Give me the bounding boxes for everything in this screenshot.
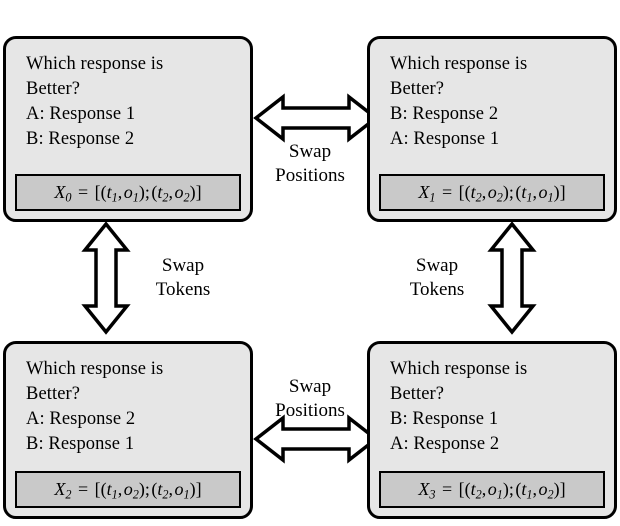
arrow-swap-tokens-left	[81, 221, 131, 335]
prompt-line-4: B: Response 1	[26, 434, 135, 454]
formula-equals: =	[73, 182, 93, 202]
label-line-1: Swap	[161, 255, 205, 276]
prompt-line-1: Which response is	[26, 54, 164, 74]
formula-equals: =	[437, 479, 457, 499]
prompt-line-4: A: Response 2	[390, 434, 500, 454]
pair1-o-sub: 1	[496, 487, 503, 502]
pair1-o: o	[123, 182, 133, 202]
pair1-o: o	[487, 182, 497, 202]
pair2-t-sub: 2	[162, 190, 169, 205]
prompt-line-2: Better?	[390, 79, 445, 99]
label-line-2: Positions	[275, 165, 345, 186]
formula-body: [(t1, o1); (t2, o2)]	[94, 182, 202, 205]
prompt-text-x1: Which response is Better? B: Response 2 …	[390, 52, 527, 152]
formula-body: [(t1, o2); (t2, o1)]	[94, 479, 202, 502]
pair1-t: t	[106, 182, 112, 202]
pair2-t: t	[157, 479, 163, 499]
pair2-t: t	[157, 182, 163, 202]
pair2-o-sub: 2	[183, 190, 190, 205]
arrow-swap-positions-bottom	[253, 414, 379, 464]
pair2-o: o	[538, 479, 548, 499]
prompt-line-2: Better?	[26, 384, 81, 404]
pair1-t-sub: 1	[111, 190, 118, 205]
prompt-box-x1: Which response is Better? B: Response 2 …	[367, 36, 617, 222]
pair2-t-sub: 1	[526, 190, 533, 205]
prompt-box-x2: Which response is Better? A: Response 2 …	[3, 341, 253, 519]
scan-artifact	[92, 0, 252, 3]
label-swap-positions-top: Swap Positions	[255, 140, 365, 188]
formula-box-x1: X1 = [(t2, o2); (t1, o1)]	[379, 174, 605, 211]
formula-x2: X2 = [(t1, o2); (t2, o1)]	[54, 479, 202, 502]
formula-body: [(t2, o2); (t1, o1)]	[458, 182, 566, 205]
prompt-line-1: Which response is	[390, 54, 528, 74]
pair1-t-sub: 2	[475, 190, 482, 205]
prompt-line-2: Better?	[26, 79, 81, 99]
label-line-2: Positions	[275, 400, 345, 421]
formula-var: X	[418, 479, 430, 499]
label-line-1: Swap	[288, 376, 332, 397]
formula-x3: X3 = [(t2, o1); (t1, o2)]	[418, 479, 566, 502]
formula-var-sub: 0	[65, 190, 72, 205]
label-line-1: Swap	[288, 141, 332, 162]
arrow-swap-positions-top	[253, 93, 379, 143]
formula-x0: X0 = [(t1, o1); (t2, o2)]	[54, 182, 202, 205]
prompt-line-1: Which response is	[26, 359, 164, 379]
formula-var-sub: 1	[429, 190, 436, 205]
prompt-line-2: Better?	[390, 384, 445, 404]
pair1-o-sub: 2	[132, 487, 139, 502]
formula-var-sub: 2	[65, 487, 72, 502]
formula-x1: X1 = [(t2, o2); (t1, o1)]	[418, 182, 566, 205]
formula-equals: =	[73, 479, 93, 499]
prompt-line-3: B: Response 2	[390, 104, 499, 124]
formula-var: X	[54, 479, 66, 499]
pair1-o-sub: 1	[132, 190, 139, 205]
arrow-swap-tokens-right	[487, 221, 537, 335]
prompt-line-4: B: Response 2	[26, 129, 135, 149]
formula-box-x2: X2 = [(t1, o2); (t2, o1)]	[15, 471, 241, 508]
pair1-o-sub: 2	[496, 190, 503, 205]
prompt-box-x3: Which response is Better? B: Response 1 …	[367, 341, 617, 519]
pair1-t: t	[470, 182, 476, 202]
pair1-o: o	[123, 479, 133, 499]
pair2-t-sub: 2	[162, 487, 169, 502]
prompt-line-4: A: Response 1	[390, 129, 500, 149]
formula-var: X	[418, 182, 430, 202]
label-swap-tokens-left: Swap Tokens	[128, 254, 238, 302]
pair1-o: o	[487, 479, 497, 499]
pair1-t-sub: 1	[111, 487, 118, 502]
pair1-t: t	[470, 479, 476, 499]
label-swap-tokens-right: Swap Tokens	[382, 254, 492, 302]
pair2-o-sub: 1	[183, 487, 190, 502]
label-swap-positions-bottom: Swap Positions	[255, 375, 365, 423]
prompt-line-3: A: Response 2	[26, 409, 136, 429]
formula-equals: =	[437, 182, 457, 202]
pair2-t: t	[521, 479, 527, 499]
formula-var-sub: 3	[429, 487, 436, 502]
pair2-o-sub: 1	[547, 190, 554, 205]
pair2-t-sub: 1	[526, 487, 533, 502]
pair1-t-sub: 2	[475, 487, 482, 502]
prompt-line-1: Which response is	[390, 359, 528, 379]
pair2-t: t	[521, 182, 527, 202]
formula-var: X	[54, 182, 66, 202]
prompt-text-x0: Which response is Better? A: Response 1 …	[26, 52, 163, 152]
formula-box-x0: X0 = [(t1, o1); (t2, o2)]	[15, 174, 241, 211]
prompt-text-x3: Which response is Better? B: Response 1 …	[390, 357, 527, 457]
pair2-o: o	[538, 182, 548, 202]
formula-box-x3: X3 = [(t2, o1); (t1, o2)]	[379, 471, 605, 508]
pair2-o: o	[174, 182, 184, 202]
prompt-line-3: B: Response 1	[390, 409, 499, 429]
prompt-text-x2: Which response is Better? A: Response 2 …	[26, 357, 163, 457]
prompt-line-3: A: Response 1	[26, 104, 136, 124]
prompt-box-x0: Which response is Better? A: Response 1 …	[3, 36, 253, 222]
formula-body: [(t2, o1); (t1, o2)]	[458, 479, 566, 502]
pair2-o: o	[174, 479, 184, 499]
label-line-2: Tokens	[155, 279, 211, 300]
pair2-o-sub: 2	[547, 487, 554, 502]
label-line-1: Swap	[415, 255, 459, 276]
pair1-t: t	[106, 479, 112, 499]
label-line-2: Tokens	[409, 279, 465, 300]
